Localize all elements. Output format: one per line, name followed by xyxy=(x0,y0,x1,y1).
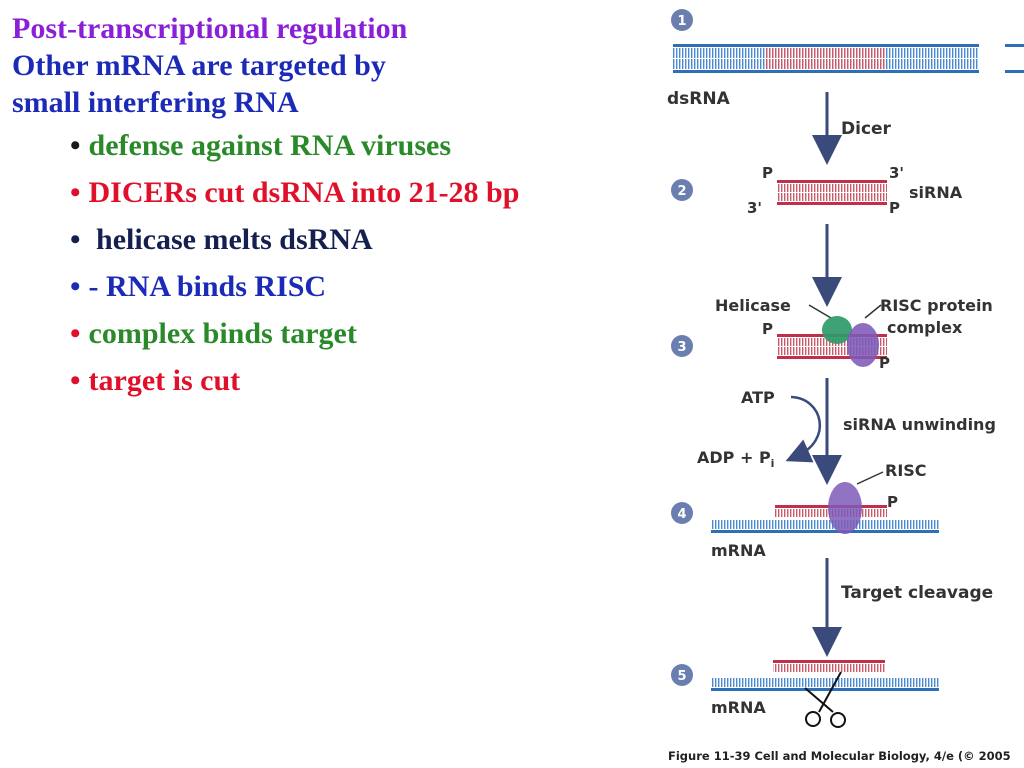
bullet-dot: • xyxy=(70,129,81,162)
bullet-item: •- RNA binds RISC xyxy=(70,263,662,310)
target-cleavage-label: Target cleavage xyxy=(841,583,993,603)
bullet-text: DICERs cut dsRNA into 21-28 bp xyxy=(88,176,520,209)
sirna-3prime-top: 3' xyxy=(889,164,904,182)
risc-shape xyxy=(847,323,879,367)
helicase-risc-complex xyxy=(777,316,887,367)
sirna-p-bottom: P xyxy=(889,199,900,217)
subtitle-line-1: Other mRNA are targeted by xyxy=(12,49,386,82)
text-panel: Post-transcriptional regulation Other mR… xyxy=(12,10,662,404)
helicase-leader xyxy=(808,304,832,319)
bullet-item: •defense against RNA viruses xyxy=(70,122,662,169)
bullet-dot: • xyxy=(70,270,81,303)
bullet-text: complex binds target xyxy=(88,317,357,350)
slide-title: Post-transcriptional regulation xyxy=(12,12,408,45)
step-number: 1 xyxy=(677,14,686,29)
risc-shape-2 xyxy=(828,482,862,534)
bullet-text: target is cut xyxy=(88,364,241,397)
step-number: 2 xyxy=(677,184,686,199)
adp-text: ADP + P xyxy=(697,448,771,467)
risc-protein-label: RISC protein xyxy=(880,296,993,315)
dicer-label: Dicer xyxy=(841,119,892,139)
bullet-dot: • xyxy=(70,176,81,209)
risc-p-label: P xyxy=(887,493,898,511)
cleaved-mrna xyxy=(711,660,939,691)
sirna-duplex xyxy=(777,180,887,205)
risc-leader-2 xyxy=(856,471,884,485)
helicase-shape xyxy=(822,316,852,344)
bullet-item: • helicase melts dsRNA xyxy=(70,216,662,263)
step-5-marker: 5 xyxy=(671,664,693,686)
mrna-label-4: mRNA xyxy=(711,541,766,560)
risc-mrna-complex xyxy=(711,482,939,534)
figure-caption: Figure 11-39 Cell and Molecular Biology,… xyxy=(668,749,1011,763)
bullet-list: •defense against RNA viruses •DICERs cut… xyxy=(12,122,662,404)
step-2-marker: 2 xyxy=(671,179,693,201)
bullet-item: •complex binds target xyxy=(70,310,662,357)
atp-label: ATP xyxy=(741,388,775,407)
complex-p-top: P xyxy=(762,320,773,338)
helicase-label: Helicase xyxy=(715,296,791,315)
mrna-label-5: mRNA xyxy=(711,698,766,717)
dsrna-label: dsRNA xyxy=(667,89,731,109)
adp-label: ADP + Pi xyxy=(697,448,774,470)
atp-curve-arrow xyxy=(785,395,822,463)
step-3-marker: 3 xyxy=(671,335,693,357)
bullet-dot: • xyxy=(70,223,81,256)
step-number: 3 xyxy=(677,340,686,355)
risc-label: RISC xyxy=(885,461,927,480)
adp-subscript: i xyxy=(771,457,775,470)
bullet-item: •target is cut xyxy=(70,357,662,404)
sirna-label: siRNA xyxy=(909,183,963,202)
bullet-text: helicase melts dsRNA xyxy=(88,223,373,256)
sirna-3prime-bottom: 3' xyxy=(747,199,762,217)
step-4-marker: 4 xyxy=(671,502,693,524)
scissors-icon xyxy=(804,671,846,728)
bullet-item: •DICERs cut dsRNA into 21-28 bp xyxy=(70,169,662,216)
sirna-p-top: P xyxy=(762,164,773,182)
step-1-marker: 1 xyxy=(671,9,693,31)
complex-label: complex xyxy=(887,318,963,337)
complex-p-bottom: P xyxy=(879,354,890,372)
rnai-pathway-diagram: 1 2 3 4 5 dsRNA Dicer P 3' 3' P siRN xyxy=(667,9,1024,728)
bullet-text: defense against RNA viruses xyxy=(88,129,452,162)
step-number: 5 xyxy=(677,669,686,684)
dsrna-molecule xyxy=(673,44,1024,73)
risc-leader xyxy=(864,304,882,319)
step-number: 4 xyxy=(677,507,686,522)
subtitle-line-2: small interfering RNA xyxy=(12,86,299,119)
bullet-dot: • xyxy=(70,364,81,397)
bullet-dot: • xyxy=(70,317,81,350)
bullet-text: - RNA binds RISC xyxy=(88,270,327,303)
sirna-unwinding-label: siRNA unwinding xyxy=(843,415,996,434)
